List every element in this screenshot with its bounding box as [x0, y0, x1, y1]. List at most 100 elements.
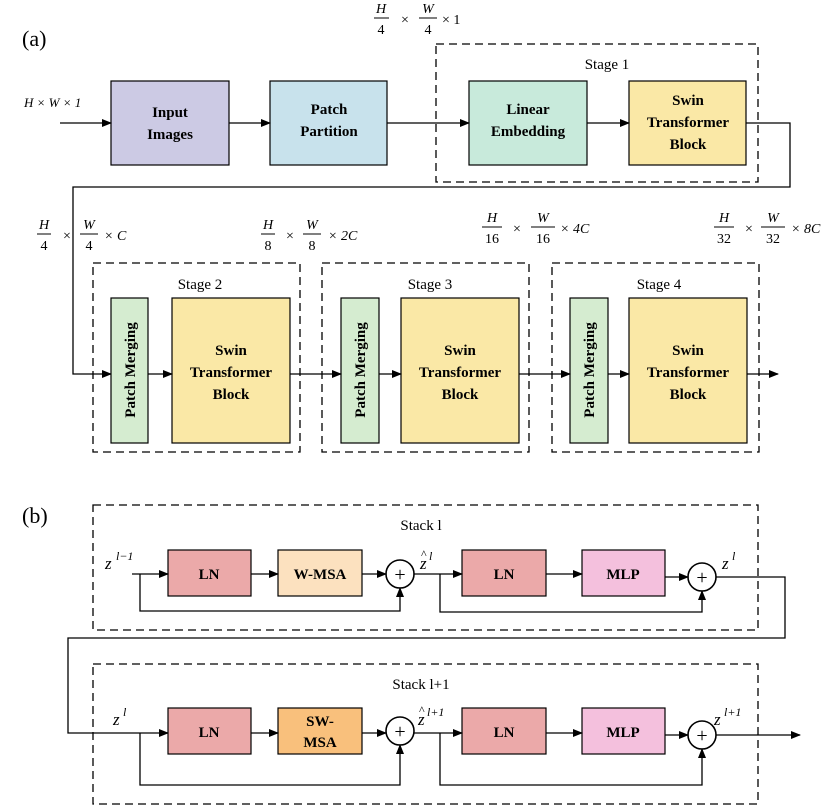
svg-text:Stage 2: Stage 2 — [178, 277, 223, 293]
svg-text:z: z — [721, 554, 729, 573]
svg-text:8: 8 — [265, 239, 272, 254]
svg-text:l: l — [732, 549, 736, 563]
svg-text:z: z — [104, 554, 112, 573]
svg-text:^: ^ — [421, 547, 427, 561]
plus-node-3: + — [385, 716, 415, 746]
svg-text:Swin: Swin — [672, 343, 704, 359]
linear-embedding-box: Linear Embedding — [468, 80, 588, 166]
swin-block-stage3: Swin Transformer Block — [400, 297, 520, 444]
stage-3-group: Stage 3 — [321, 262, 530, 453]
svg-text:Partition: Partition — [300, 124, 358, 140]
svg-text:l+1: l+1 — [427, 705, 444, 719]
stage-2-group: Stage 2 — [92, 262, 301, 453]
svg-text:l−1: l−1 — [116, 549, 133, 563]
panel-a-label: (a) — [22, 26, 46, 51]
svg-text:Swin: Swin — [672, 93, 704, 109]
panel-b: (b) Stack l LN W-MSA + LN MLP + — [22, 503, 801, 805]
patch-merging-stage4: Patch Merging — [569, 297, 609, 444]
svg-text:H: H — [375, 2, 387, 17]
svg-text:H: H — [486, 211, 498, 226]
zhat-l-label: z ^ l — [419, 547, 433, 573]
mlp-box-1: MLP — [581, 549, 666, 597]
svg-text:W: W — [83, 218, 96, 233]
svg-text:4: 4 — [425, 23, 432, 38]
svg-text:Swin: Swin — [215, 343, 247, 359]
svg-text:× 2C: × 2C — [328, 229, 358, 244]
svg-text:4: 4 — [86, 239, 93, 254]
svg-text:4: 4 — [378, 23, 385, 38]
ln-box-3: LN — [167, 707, 252, 755]
svg-text:z: z — [419, 554, 427, 573]
svg-text:Stage 4: Stage 4 — [637, 277, 682, 293]
svg-text:Transformer: Transformer — [190, 365, 273, 381]
svg-text:Embedding: Embedding — [491, 124, 566, 140]
svg-text:32: 32 — [717, 232, 731, 247]
svg-text:LN: LN — [494, 725, 515, 741]
svg-text:×: × — [401, 13, 409, 28]
dim-quarter-1: H 4 × W 4 × 1 — [374, 2, 460, 38]
svg-text:Input: Input — [152, 105, 188, 121]
dim-sixteenth: H 16 × W 16 × 4C — [482, 211, 590, 247]
svg-text:×: × — [745, 222, 753, 237]
svg-text:Images: Images — [147, 127, 193, 143]
stage-4-group: Stage 4 — [551, 262, 760, 453]
svg-text:×: × — [286, 229, 294, 244]
svg-text:Block: Block — [442, 387, 479, 403]
svg-text:Patch Merging: Patch Merging — [353, 322, 369, 418]
plus-node-4: + — [687, 720, 717, 750]
svg-text:H: H — [262, 218, 274, 233]
svg-text:z: z — [112, 710, 120, 729]
svg-text:Stage 3: Stage 3 — [408, 277, 453, 293]
svg-text:+: + — [696, 725, 707, 747]
input-images-box: Input Images — [110, 80, 230, 166]
stack-l-group: Stack l — [92, 504, 759, 631]
svg-text:l: l — [429, 549, 433, 563]
patch-merging-stage2: Patch Merging — [110, 297, 149, 444]
svg-text:Patch Merging: Patch Merging — [582, 322, 598, 418]
svg-text:LN: LN — [199, 725, 220, 741]
dim-quarter-c: H 4 × W 4 × C — [37, 218, 127, 254]
svg-text:MSA: MSA — [303, 735, 337, 751]
svg-text:z: z — [713, 710, 721, 729]
patch-merging-stage3: Patch Merging — [340, 297, 380, 444]
svg-text:W: W — [767, 211, 780, 226]
svg-text:^: ^ — [419, 703, 425, 717]
svg-text:+: + — [394, 564, 405, 586]
input-dim-label: H × W × 1 — [23, 95, 81, 110]
svg-text:× 8C: × 8C — [791, 222, 821, 237]
mlp-box-2: MLP — [581, 707, 666, 755]
dim-eighth: H 8 × W 8 × 2C — [261, 218, 358, 254]
z-l-label-2: z l — [112, 705, 127, 729]
panel-b-label: (b) — [22, 503, 48, 528]
patch-partition-box: Patch Partition — [269, 80, 388, 166]
svg-text:× C: × C — [104, 229, 127, 244]
svg-text:W: W — [422, 2, 435, 17]
svg-text:Swin: Swin — [444, 343, 476, 359]
svg-text:MLP: MLP — [606, 567, 639, 583]
plus-node-1: + — [385, 559, 415, 589]
swin-block-stage2: Swin Transformer Block — [171, 297, 291, 444]
stack-l-arrows — [67, 570, 786, 737]
svg-text:l+1: l+1 — [724, 705, 741, 719]
svg-text:SW-: SW- — [306, 714, 334, 730]
svg-text:Stack l+1: Stack l+1 — [392, 677, 449, 693]
svg-text:MLP: MLP — [606, 725, 639, 741]
svg-text:+: + — [394, 721, 405, 743]
wmsa-box: W-MSA — [277, 549, 363, 597]
z-l-label-1: z l — [721, 549, 736, 573]
svg-text:4: 4 — [41, 239, 48, 254]
svg-text:Block: Block — [670, 137, 707, 153]
svg-text:H: H — [718, 211, 730, 226]
svg-text:× 1: × 1 — [442, 13, 460, 28]
ln-box-4: LN — [461, 707, 547, 755]
svg-text:16: 16 — [485, 232, 499, 247]
svg-text:l: l — [123, 705, 127, 719]
stack-l1-group: Stack l+1 — [92, 663, 759, 805]
svg-text:Block: Block — [213, 387, 250, 403]
swin-block-stage4: Swin Transformer Block — [628, 297, 748, 444]
dim-thirtysecond: H 32 × W 32 × 8C — [714, 211, 821, 247]
svg-text:Patch: Patch — [311, 102, 348, 118]
ln-box-1: LN — [167, 549, 252, 597]
svg-text:LN: LN — [199, 567, 220, 583]
ln-box-2: LN — [461, 549, 547, 597]
